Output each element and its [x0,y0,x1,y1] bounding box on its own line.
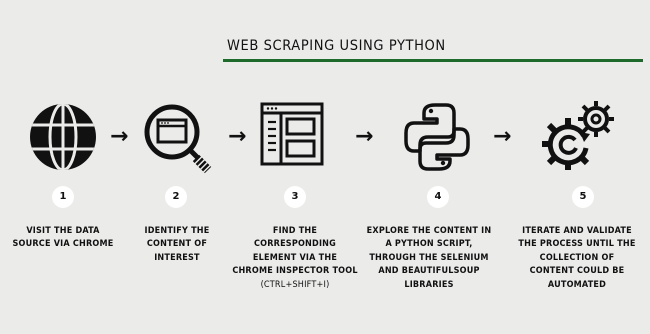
step-description-2: IDENTIFY THE CONTENT OF INTEREST [134,225,220,265]
keyboard-shortcut: (CTRL+SHIFT+I) [260,279,330,290]
arrow-3-4: → [355,124,374,149]
arrow-1-2: → [110,124,129,149]
step-text-5: ITERATE AND VALIDATE THE PROCESS UNTIL T… [518,226,636,290]
step-text-1: VISIT THE DATA SOURCE VIA CHROME [12,226,114,250]
step-description-5: ITERATE AND VALIDATE THE PROCESS UNTIL T… [518,225,636,292]
page-title: WEB SCRAPING USING PYTHON [227,38,446,54]
magnifier-browser-icon [144,104,212,174]
step-text-2: IDENTIFY THE CONTENT OF INTEREST [144,226,210,263]
step-description-1: VISIT THE DATA SOURCE VIA CHROME [6,225,120,252]
arrow-2-3: → [228,124,247,149]
step-number-4: 4 [427,186,449,208]
step-text-3: FIND THE CORRESPONDING ELEMENT VIA THE C… [232,226,358,277]
step-number-1: 1 [52,186,74,208]
globe-icon [30,104,96,170]
python-logo-icon [404,103,470,171]
inspector-window-icon [260,102,324,166]
title-underline [223,59,643,62]
gears-cycle-icon [542,101,614,170]
step-number-3: 3 [284,186,306,208]
step-text-4: EXPLORE THE CONTENT IN A PYTHON SCRIPT, … [366,226,492,290]
step-number-2: 2 [165,186,187,208]
arrow-4-5: → [493,124,512,149]
step-description-3: FIND THE CORRESPONDING ELEMENT VIA THE C… [232,225,358,292]
step-description-4: EXPLORE THE CONTENT IN A PYTHON SCRIPT, … [366,225,492,292]
step-number-5: 5 [572,186,594,208]
